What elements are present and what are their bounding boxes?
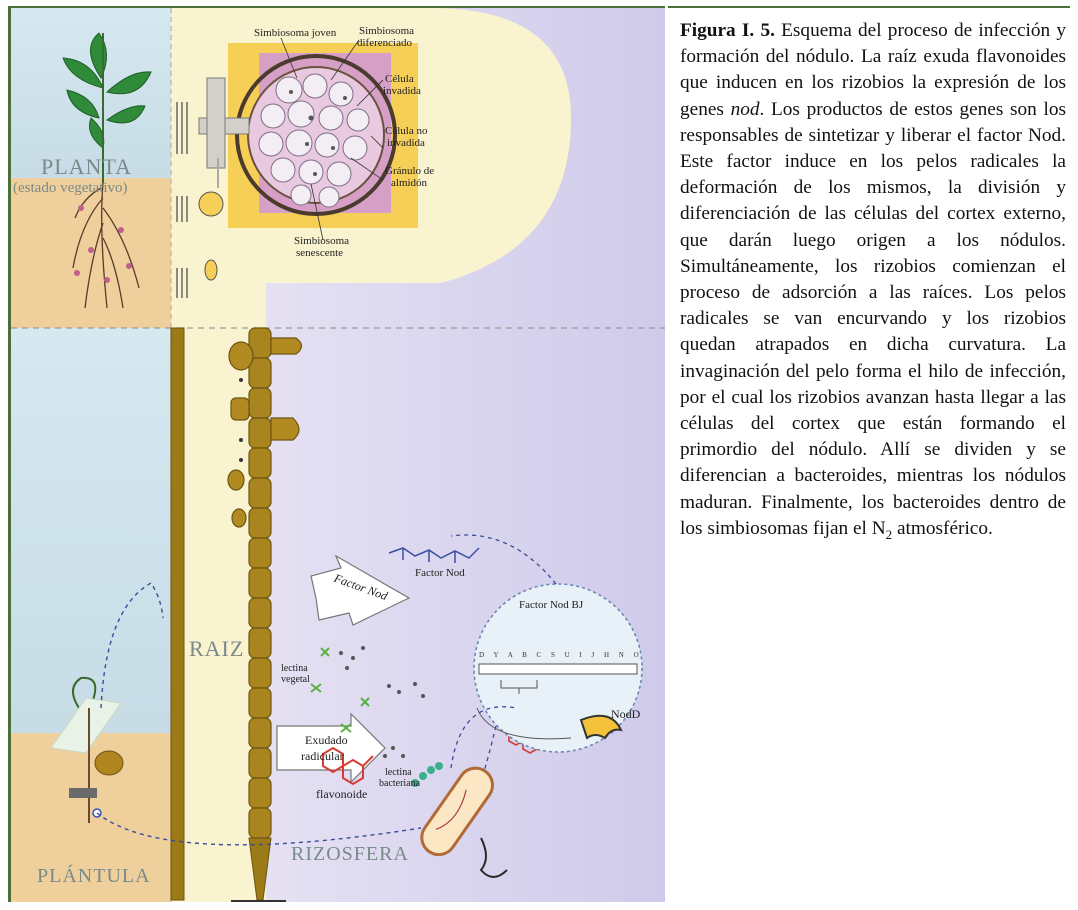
label-factor-nod-bj: Factor Nod BJ xyxy=(519,600,583,611)
gene-arrows xyxy=(479,664,637,674)
label-rizosfera: RIZOSFERA xyxy=(291,844,409,864)
label-lectina-vegetal-2: vegetal xyxy=(281,675,310,685)
figure-illustration xyxy=(11,8,665,902)
label-plantula: PLÁNTULA xyxy=(37,866,151,886)
label-senescente-1: Simbiosoma xyxy=(294,236,349,247)
label-celula-no-invadida-2: invadida xyxy=(387,138,425,149)
caption-n-symbol: N xyxy=(872,518,886,539)
caption-text-part2: . Los productos de estos genes son los r… xyxy=(680,99,1066,539)
label-lectina-bacteriana-1: lectina xyxy=(385,768,412,778)
caption-title: Figura I. 5. xyxy=(680,20,775,41)
sky-top xyxy=(11,8,171,178)
label-estado-vegetativo: (estado vegetativo) xyxy=(13,181,128,196)
figure-caption: Figura I. 5. Esquema del proceso de infe… xyxy=(680,18,1066,548)
seed xyxy=(95,751,123,775)
label-raiz: RAIZ xyxy=(189,638,244,660)
label-nodd: NodD xyxy=(611,708,640,720)
label-celula-invadida-2: invadida xyxy=(383,86,421,97)
root-hair-cells xyxy=(249,328,271,838)
label-simbiosoma-joven: Simbiosoma joven xyxy=(254,28,336,39)
label-celula-no-invadida-1: Célula no xyxy=(385,126,427,137)
label-simbiosoma-diferenciado-1: Simbiosoma xyxy=(359,26,414,37)
label-lectina-bacteriana-2: bacteriana xyxy=(379,779,420,789)
figure-panel: PLANTA (estado vegetativo) PLÁNTULA RAIZ… xyxy=(8,6,665,902)
seedling-base xyxy=(69,788,97,798)
label-flavonoide: flavonoide xyxy=(316,788,367,800)
label-simbiosoma-diferenciado-2: diferenciado xyxy=(357,38,412,49)
label-exudado-2: radicular xyxy=(301,750,344,762)
vascular-stem xyxy=(207,78,225,168)
label-celula-invadida-1: Célula xyxy=(385,74,414,85)
label-gene-letters: D Y A B C S U I J H N O xyxy=(479,652,643,659)
label-exudado-1: Exudado xyxy=(305,734,348,746)
label-lectina-vegetal-1: lectina xyxy=(281,664,308,674)
caption-nod-word: nod xyxy=(731,99,760,120)
root-column xyxy=(171,328,184,900)
infection-start xyxy=(205,260,217,280)
top-rule xyxy=(668,6,1070,8)
label-senescente-2: senescente xyxy=(296,248,343,259)
label-granulo-1: Gránulo de xyxy=(385,166,434,177)
label-planta: PLANTA xyxy=(41,156,132,178)
caption-text-part3: atmosférico. xyxy=(892,518,993,539)
label-granulo-2: almidón xyxy=(391,178,427,189)
sky-bottom xyxy=(11,328,171,733)
label-factor-nod: Factor Nod xyxy=(415,568,465,579)
early-nodule xyxy=(199,192,223,216)
